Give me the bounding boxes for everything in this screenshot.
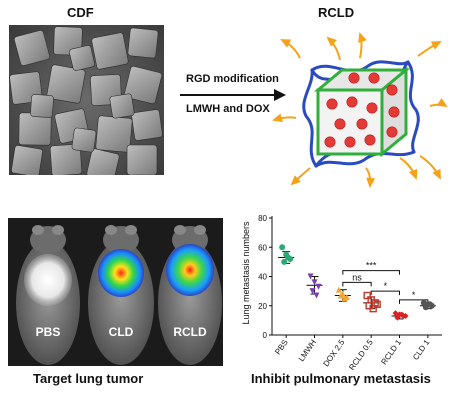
drug-sphere <box>346 96 358 108</box>
drug-sphere <box>324 136 336 148</box>
data-point <box>341 295 348 302</box>
rcld-nanoparticle-schematic <box>272 32 448 188</box>
data-point <box>313 292 320 299</box>
sem-cube <box>69 45 95 71</box>
x-tick-label: RCLD 0.5 <box>347 338 375 370</box>
significance-label: * <box>412 290 416 300</box>
polymer-shell <box>302 68 318 168</box>
rcld-fluorescence-signal <box>166 244 214 296</box>
data-point <box>307 273 314 280</box>
significance-label: ns <box>352 272 362 282</box>
mouse-rcld <box>158 225 222 365</box>
sem-cube <box>126 144 158 175</box>
data-point <box>363 291 371 300</box>
ligand-tip <box>280 39 292 48</box>
ligand-tip <box>430 41 442 50</box>
drug-sphere <box>386 84 398 96</box>
lung-metastasis-chart: Lung metastasis numbers 0 20 40 60 80 PBS LMW… <box>241 214 442 370</box>
reaction-arrow <box>180 89 286 101</box>
x-tick-label: PBS <box>273 338 290 356</box>
y-tick-label: 0 <box>263 331 268 340</box>
sem-cube <box>46 64 86 104</box>
drug-sphere <box>364 134 376 146</box>
data-point <box>315 283 322 290</box>
sem-cube <box>11 145 43 175</box>
y-tick-label: 40 <box>258 273 267 282</box>
sem-cube <box>30 94 54 118</box>
data-point <box>373 300 381 308</box>
sem-cube <box>86 148 120 175</box>
panel-label-pbs: PBS <box>36 325 61 339</box>
data-point <box>426 301 433 308</box>
y-tick-label: 80 <box>258 214 267 223</box>
drug-sphere <box>386 126 398 138</box>
cld-fluorescence-signal <box>98 249 144 297</box>
polymer-shell <box>310 60 410 73</box>
ligand-tip <box>358 32 367 44</box>
data-point <box>369 304 377 313</box>
drug-sphere <box>344 136 356 148</box>
significance-label: *** <box>366 261 377 271</box>
x-tick-label: LMWH <box>297 338 319 363</box>
sem-cube <box>71 127 97 153</box>
x-tick-label: RCLD 1 <box>379 338 403 367</box>
drug-sphere <box>348 72 360 84</box>
data-point <box>394 314 401 321</box>
cdf-title: CDF <box>67 5 94 20</box>
y-ticks: 0 20 40 60 80 <box>258 214 272 340</box>
arrow-label-top: RGD modification <box>186 73 279 85</box>
significance-bracket <box>342 281 372 287</box>
significance-bracket <box>342 270 400 275</box>
in-vivo-imaging-panel: PBS CLD RCLD <box>8 218 223 366</box>
data-point <box>285 254 292 261</box>
sem-cube <box>131 109 163 141</box>
sem-cube <box>127 27 159 59</box>
chart-ylabel: Lung metastasis numbers <box>241 221 251 325</box>
x-tick-label: CLD 1 <box>411 338 432 362</box>
data-point <box>402 312 409 319</box>
sem-cube <box>109 93 135 119</box>
ligand-tip <box>432 168 441 180</box>
polymer-shell <box>314 150 416 168</box>
ligand-tip <box>408 168 418 180</box>
data-point <box>337 292 344 299</box>
data-point <box>311 279 318 286</box>
sem-cube <box>123 65 163 105</box>
x-tick-label: DOX 2.5 <box>321 338 346 369</box>
data-point <box>309 288 316 295</box>
drug-sphere <box>368 72 380 84</box>
ligand-tip <box>436 98 448 108</box>
drug-sphere <box>366 102 378 114</box>
drug-sphere <box>388 106 400 118</box>
caption-target-lung-tumor: Target lung tumor <box>33 371 144 386</box>
panel-label-rcld: RCLD <box>173 325 207 339</box>
rcld-title: RCLD <box>318 5 355 20</box>
ligand-tip <box>326 36 337 47</box>
arrow-label-bottom: LMWH and DOX <box>186 103 270 115</box>
data-point <box>281 258 288 265</box>
significance-label: * <box>384 281 388 291</box>
data-point <box>335 286 342 293</box>
polymer-shell <box>406 60 420 154</box>
ligand-tip <box>290 175 301 186</box>
significance-bracket <box>370 290 400 296</box>
drug-sphere <box>326 98 338 110</box>
data-point <box>279 244 286 251</box>
drug-sphere <box>334 118 346 130</box>
panel-label-cld: CLD <box>109 325 134 339</box>
mouse-cld <box>88 225 154 365</box>
y-tick-label: 60 <box>258 243 267 252</box>
sem-cube <box>91 32 129 70</box>
ligand-tip <box>366 177 376 188</box>
y-tick-label: 20 <box>258 302 267 311</box>
ligand-tip <box>272 113 283 123</box>
sem-cube <box>14 30 50 66</box>
caption-inhibit-metastasis: Inhibit pulmonary metastasis <box>251 371 431 386</box>
mouse-pbs <box>16 225 80 365</box>
sem-cube <box>49 143 83 175</box>
sem-micrograph <box>9 25 164 175</box>
drug-sphere <box>356 118 368 130</box>
